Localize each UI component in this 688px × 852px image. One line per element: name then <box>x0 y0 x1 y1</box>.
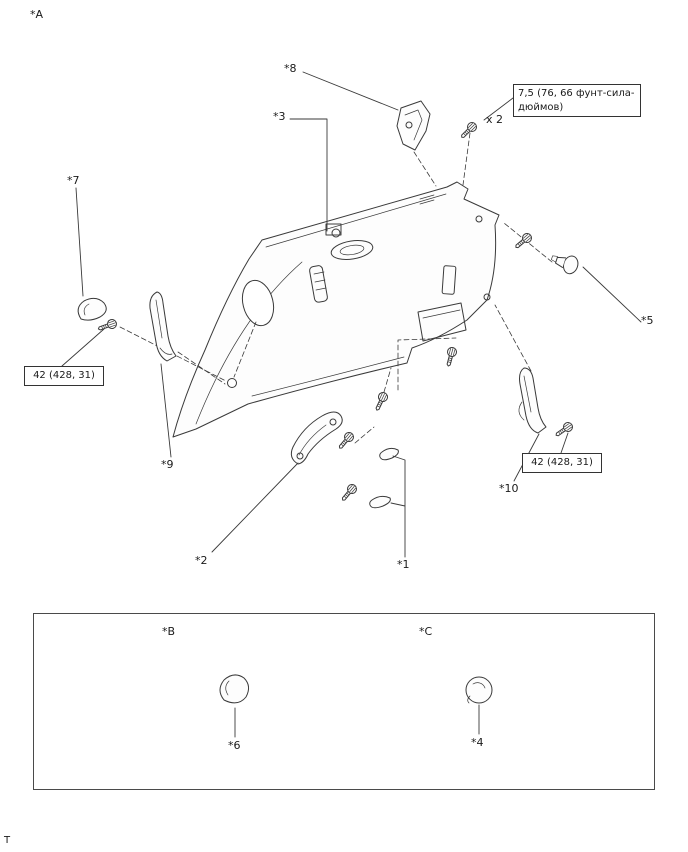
footer-label: T <box>4 835 11 846</box>
grip-handle-part-2 <box>290 411 343 465</box>
part-label-7: *7 <box>67 174 80 187</box>
quantity-label: x 2 <box>486 113 504 126</box>
screw-icon <box>338 482 359 504</box>
part-label-6: *6 <box>228 739 241 752</box>
cap-part-4 <box>465 676 493 704</box>
cap-part-7 <box>77 297 107 321</box>
part-label-9: *9 <box>161 458 174 471</box>
screw-icon <box>443 345 459 368</box>
torque-value-right: 42 (428, 31) <box>531 457 593 468</box>
screw-icon <box>512 231 534 252</box>
quarter-trim-panel <box>172 181 500 438</box>
part-label-3: *3 <box>273 110 286 123</box>
part-label-4: *4 <box>471 736 484 749</box>
belt-guide-part-9 <box>149 291 177 362</box>
part-label-1: *1 <box>397 558 410 571</box>
cover-caps-part-1 <box>369 447 399 509</box>
screw-icon <box>553 420 575 440</box>
leader-lines <box>61 71 642 738</box>
screw-icon <box>372 390 390 413</box>
torque-callout-right: 42 (428, 31) <box>522 453 602 473</box>
part-label-8: *8 <box>284 62 297 75</box>
view-label-b: *B <box>162 625 176 638</box>
cap-part-6 <box>219 674 250 704</box>
part-label-10: *10 <box>499 482 519 495</box>
torque-value-top: 7,5 (76, 66 фунт-сила-дюймов) <box>518 88 635 113</box>
torque-value-left: 42 (428, 31) <box>33 370 95 381</box>
clip-part-5 <box>551 255 579 275</box>
view-label-c: *C <box>419 625 433 638</box>
part-label-5: *5 <box>641 314 654 327</box>
belt-guide-part-10 <box>518 367 547 434</box>
detail-views-frame <box>33 613 655 790</box>
screw-icon <box>335 430 356 452</box>
part-label-2: *2 <box>195 554 208 567</box>
view-label-a: *A <box>30 8 44 21</box>
screw-icon <box>96 317 119 334</box>
torque-callout-top: 7,5 (76, 66 фунт-сила-дюймов) <box>513 84 641 117</box>
bolt-icon <box>458 120 479 141</box>
torque-callout-left: 42 (428, 31) <box>24 366 104 386</box>
bracket-part-8 <box>396 100 431 151</box>
